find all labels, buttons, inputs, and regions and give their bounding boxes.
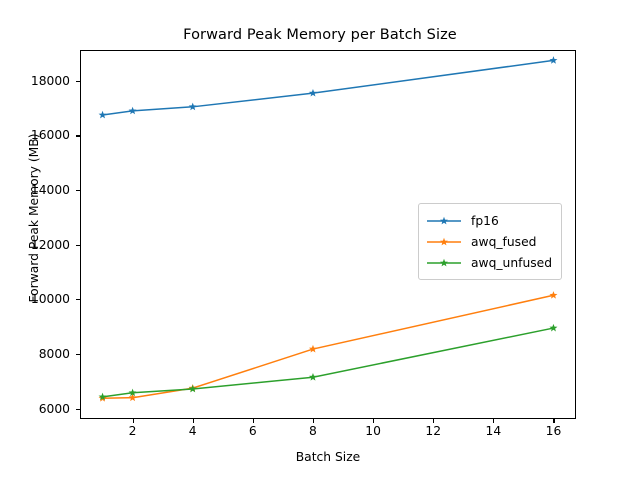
data-point-marker <box>188 384 197 393</box>
series-line <box>102 59 554 116</box>
data-point-marker <box>549 323 558 332</box>
data-point-marker <box>549 56 558 64</box>
data-point-marker <box>308 373 317 381</box>
x-axis-tick-label: 4 <box>188 424 197 438</box>
x-axis-label: Batch Size <box>295 450 361 464</box>
series-line <box>102 294 554 399</box>
x-axis-tick-label: 12 <box>425 424 442 438</box>
series-line <box>102 327 554 398</box>
y-axis-tick-mark <box>76 80 80 82</box>
y-axis-tick-label: 8000 <box>38 346 70 361</box>
legend-marker-icon <box>427 216 461 224</box>
plot-lines <box>98 56 558 402</box>
x-axis-tick-label: 16 <box>545 424 562 438</box>
data-point-marker <box>128 393 137 402</box>
x-axis-tick-mark <box>132 419 134 423</box>
x-axis-tick-label: 6 <box>248 424 257 438</box>
y-axis-tick-mark <box>76 135 80 137</box>
x-axis-tick-mark <box>252 419 254 423</box>
y-axis-tick-mark <box>76 190 80 192</box>
y-axis-tick-label: 12000 <box>30 237 70 252</box>
series-awq_unfused <box>98 323 558 401</box>
x-axis-tick-mark <box>553 419 555 423</box>
y-axis-tick-label: 18000 <box>30 73 70 88</box>
y-axis-tick-mark <box>76 353 80 356</box>
x-axis-tick-label: 8 <box>309 424 317 438</box>
y-axis-tick-label: 14000 <box>30 182 70 197</box>
series-fp16 <box>98 56 558 119</box>
chart-title: Forward Peak Memory per Batch Size <box>183 27 457 43</box>
legend-marker-icon <box>427 237 461 245</box>
legend-item-awq_unfused[interactable]: awq_unfused <box>426 252 552 273</box>
legend-label: awq_unfused <box>471 255 553 270</box>
y-axis-tick-mark <box>76 408 80 410</box>
y-axis-tick-mark <box>76 244 80 246</box>
legend-label: fp16 <box>471 213 499 228</box>
x-axis-tick-label: 10 <box>365 424 381 438</box>
legend-marker-icon <box>427 258 461 266</box>
x-axis-tick-mark <box>373 419 375 423</box>
data-point-marker <box>308 344 317 353</box>
x-axis-tick-mark <box>433 419 435 423</box>
data-point-marker <box>128 388 137 397</box>
chart-legend: fp16 awq_fused awq_unfused <box>418 203 563 280</box>
y-axis-tick-label: 6000 <box>38 401 70 416</box>
y-axis-tick-label: 10000 <box>30 292 70 307</box>
data-point-marker <box>98 110 107 119</box>
legend-item-fp16[interactable]: fp16 <box>426 210 552 231</box>
series-awq_fused <box>98 291 558 402</box>
x-axis-tick-mark <box>493 419 495 423</box>
x-axis-tick-label: 14 <box>485 424 502 438</box>
data-point-marker <box>308 88 317 97</box>
x-axis-tick-label: 2 <box>128 424 137 438</box>
x-axis-tick-mark <box>312 419 315 423</box>
data-point-marker <box>128 106 137 115</box>
data-point-marker <box>549 291 558 299</box>
legend-item-awq_fused[interactable]: awq_fused <box>426 231 552 252</box>
data-point-marker <box>188 102 197 111</box>
y-axis-tick-label: 16000 <box>30 128 70 143</box>
y-axis-tick-mark <box>76 299 80 301</box>
x-axis-tick-mark <box>192 419 194 423</box>
data-point-marker <box>98 392 107 401</box>
legend-label: awq_fused <box>471 234 537 249</box>
